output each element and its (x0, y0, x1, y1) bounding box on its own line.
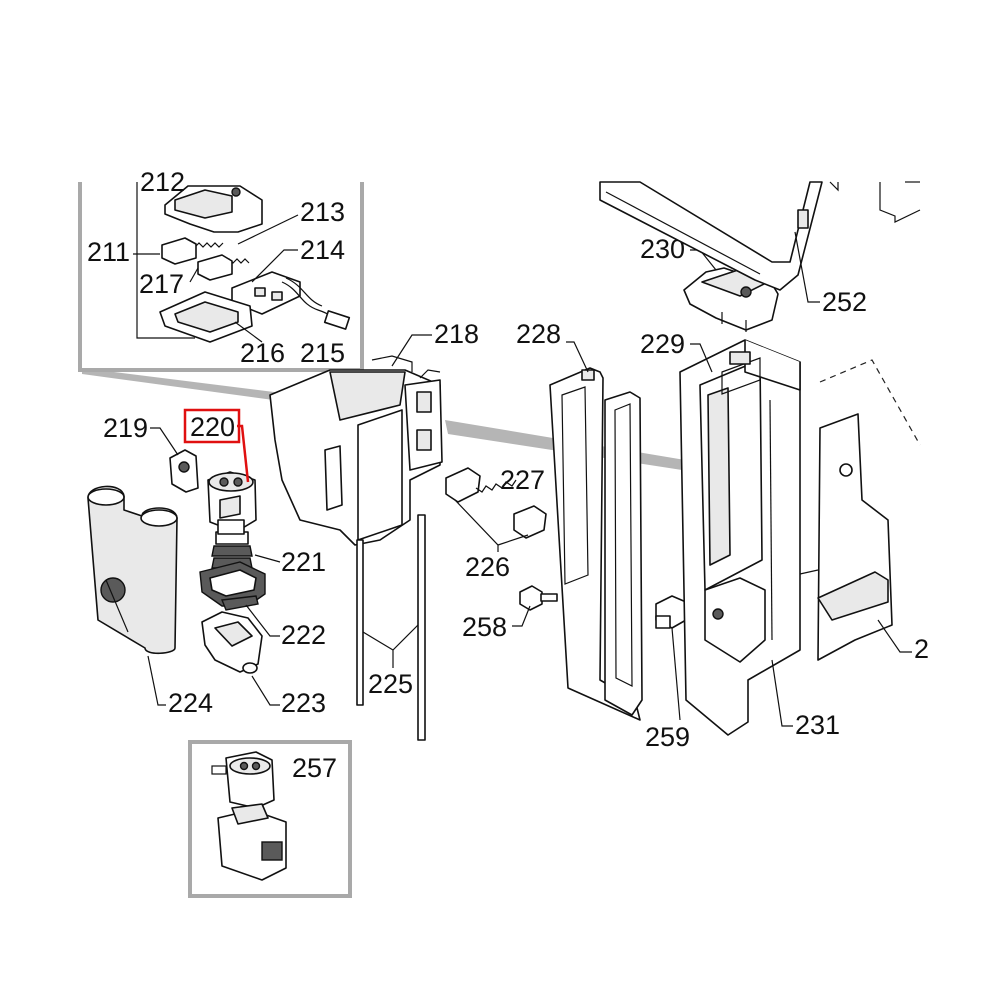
callout-225: 225 (368, 669, 413, 699)
part-224-cover (87, 485, 178, 655)
part-217 (161, 237, 233, 281)
inset-detail-top: 212 211 213 214 217 216 215 (78, 167, 364, 406)
leader-229 (690, 343, 713, 373)
leader-214 (251, 249, 298, 283)
leader-223 (251, 675, 280, 706)
inset-frame-top (78, 182, 364, 372)
part-right-side-panel (799, 359, 921, 661)
part-212 (164, 185, 263, 233)
leader-259 (671, 627, 681, 721)
callout-cropped-right: 2 (914, 634, 929, 664)
inset-detail-257 (188, 740, 352, 898)
callout-217: 217 (139, 269, 184, 299)
callout-224: 224 (168, 688, 213, 718)
leader-219 (150, 427, 179, 456)
cropped-fragment-top-right (829, 181, 921, 223)
leader-222 (245, 604, 280, 637)
part-228-panel (549, 367, 643, 721)
callout-211: 211 (87, 237, 130, 267)
callout-222: 222 (281, 620, 326, 650)
leader-217 (189, 267, 199, 283)
callout-216: 216 (240, 338, 285, 368)
callout-226: 226 (465, 552, 510, 582)
callout-257: 257 (292, 753, 337, 783)
leader-226 (454, 499, 529, 552)
callout-223: 223 (281, 688, 326, 718)
leader-258 (512, 605, 531, 627)
part-219 (169, 449, 199, 493)
callout-212: 212 (140, 167, 185, 197)
leader-220 (237, 424, 250, 483)
part-221 (211, 519, 253, 569)
part-215 (281, 277, 351, 330)
part-223 (201, 611, 263, 674)
leader-225 (362, 624, 419, 668)
part-216 (159, 291, 253, 343)
leader-221 (254, 554, 281, 563)
leader-cropped-right (877, 619, 912, 653)
leader-224 (147, 655, 166, 706)
callout-215: 215 (300, 338, 345, 368)
leader-216 (234, 321, 263, 343)
part-226-227 (445, 467, 547, 539)
part-222 (199, 561, 266, 611)
inset-subframe (136, 182, 195, 339)
part-220-valve-head (207, 471, 257, 533)
callout-218: 218 (434, 319, 479, 349)
callout-221: 221 (281, 547, 326, 577)
part-252-lid (599, 181, 823, 291)
callout-219: 219 (103, 413, 148, 443)
callout-228: 228 (516, 319, 561, 349)
inset-frame-257 (188, 740, 352, 898)
part-218-holder (269, 355, 443, 546)
inset-guide-wedge (82, 368, 322, 406)
callout-214: 214 (300, 235, 345, 265)
part-259 (655, 595, 687, 629)
leader-231 (771, 659, 793, 727)
part-225-rods (356, 514, 426, 741)
callout-220: 220 (190, 412, 235, 442)
leader-228 (566, 341, 589, 373)
callout-213: 213 (300, 197, 345, 227)
part-229-231-housing (679, 339, 801, 736)
leader-218 (391, 334, 432, 367)
callout-231: 231 (795, 710, 840, 740)
callout-259: 259 (645, 722, 690, 752)
part-258 (519, 585, 558, 611)
callout-227: 227 (500, 465, 545, 495)
leader-252 (794, 231, 820, 303)
leader-213 (237, 214, 299, 245)
callout-258: 258 (462, 612, 507, 642)
callout-229: 229 (640, 329, 685, 359)
callout-252: 252 (822, 287, 867, 317)
